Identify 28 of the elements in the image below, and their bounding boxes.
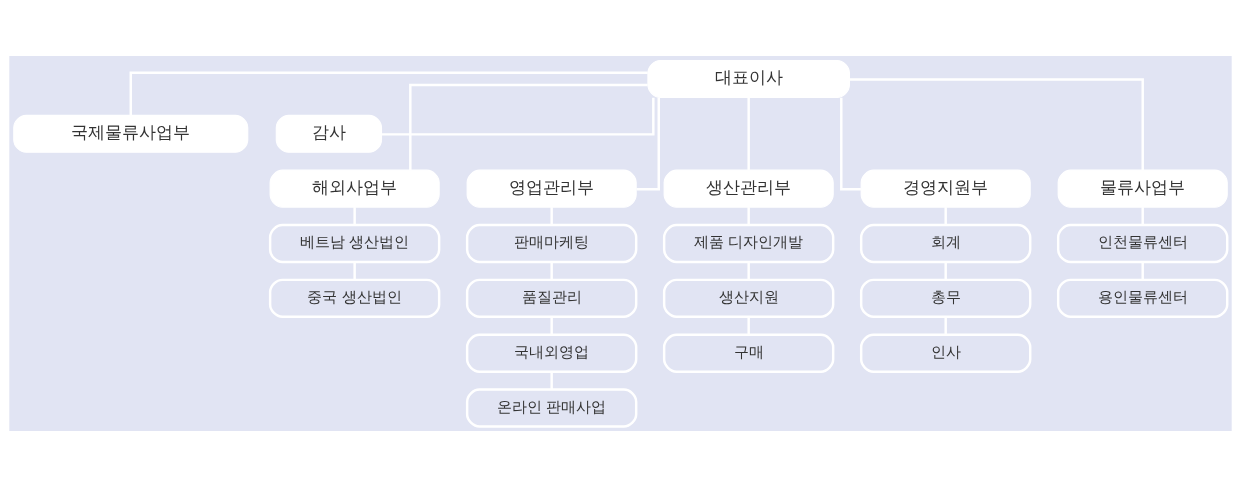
node-box: 해외사업부	[269, 169, 440, 208]
node-box: 국제물류사업부	[13, 114, 249, 153]
connector	[840, 97, 861, 190]
node-box: 영업관리부	[466, 169, 637, 208]
node-box: 회계	[859, 223, 1032, 263]
node-box: 총무	[859, 278, 1032, 318]
node-box: 인사	[859, 333, 1032, 373]
node-box: 감사	[275, 114, 383, 153]
node-box: 국내외영업	[465, 333, 638, 373]
node-box: 생산지원	[662, 278, 835, 318]
node-box: 품질관리	[465, 278, 638, 318]
connector	[129, 71, 648, 115]
node-box: 생산관리부	[663, 169, 834, 208]
connector	[849, 77, 1144, 170]
node-box: 제품 디자인개발	[662, 223, 835, 263]
node-box: 대표이사	[647, 59, 850, 98]
node-box: 구매	[662, 333, 835, 373]
node-box: 용인물류센터	[1056, 278, 1229, 318]
node-box: 온라인 판매사업	[465, 387, 638, 428]
node-box: 중국 생산법인	[268, 278, 441, 318]
connector	[636, 97, 660, 190]
node-box: 베트남 생산법인	[268, 223, 441, 263]
node-box: 인천물류센터	[1056, 223, 1229, 263]
connector	[409, 83, 648, 170]
connector	[381, 97, 655, 136]
node-box: 경영지원부	[860, 169, 1031, 208]
node-box: 판매마케팅	[465, 223, 638, 263]
node-box: 물류사업부	[1057, 169, 1228, 208]
